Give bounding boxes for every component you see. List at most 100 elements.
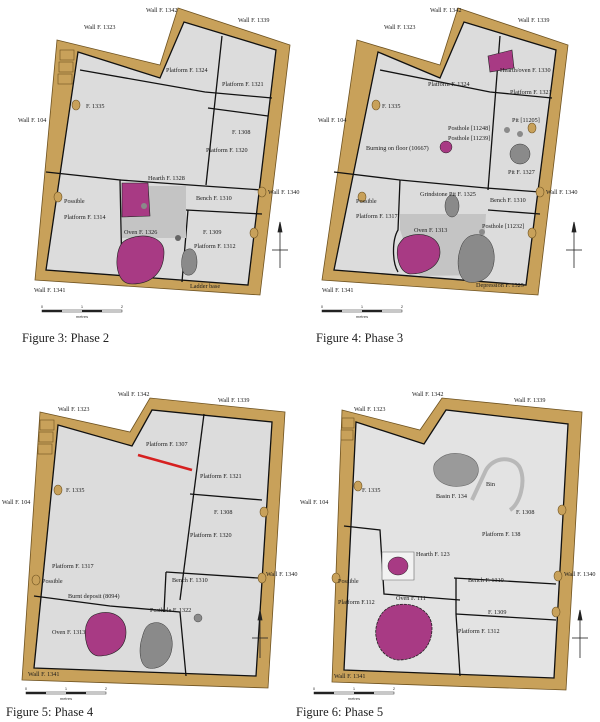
oven-feature: [116, 235, 165, 285]
label-posthole-1322: Posthole F. 1322: [150, 607, 191, 614]
plan-phase-4: 0 1 2 metres Wall F. 1342 Wall F. 1339 W…: [2, 391, 298, 719]
bin-feature: [470, 457, 525, 512]
oven-feature: [375, 603, 433, 661]
label-f-1308: F. 1308: [214, 509, 232, 516]
label-posthole-11239: Posthole [11239]: [448, 135, 490, 142]
figure-caption: Figure 5: Phase 4: [6, 705, 94, 719]
scale-bar: 0 1 2 metres: [25, 686, 108, 701]
figure-caption: Figure 3: Phase 2: [22, 331, 109, 345]
label-wall-1339: Wall F. 1339: [514, 397, 546, 404]
scale-tick-2: 2: [401, 304, 404, 309]
label-platform-1324: Platform F. 1324: [166, 67, 208, 74]
label-platform-1312: Platform F. 1312: [458, 628, 500, 635]
label-platform-1320: Platform F. 1320: [190, 532, 232, 539]
label-wall-1340: Wall F. 1340: [564, 571, 596, 578]
label-wall-104: Wall F. 104: [2, 499, 30, 506]
label-platform-112: Platform F.112: [338, 599, 375, 606]
room-partitions: [45, 21, 277, 286]
label-wall-1323: Wall F. 1323: [58, 406, 90, 413]
label-wall-1339: Wall F. 1339: [238, 17, 270, 24]
label-wall-1341: Wall F. 1341: [322, 287, 354, 294]
scale-tick-2: 2: [121, 304, 124, 309]
burnt-line-platform-1307: [137, 453, 193, 472]
feature-labels: Wall F. 1342 Wall F. 1339 Wall F. 1323 P…: [18, 7, 300, 294]
label-platform-1321: Platform F. 1321: [510, 89, 552, 96]
posthole: [193, 613, 203, 623]
grindstone-pit: [444, 194, 460, 218]
posthole: [479, 229, 485, 235]
label-platform-1320: Platform F. 1320: [206, 147, 248, 154]
basin-feature: [433, 453, 479, 487]
scale-unit: metres: [356, 314, 368, 319]
label-oven-1313: Oven F. 1313: [414, 227, 447, 234]
scale-bar: 0 1 2 metres: [313, 686, 396, 701]
label-hearth-123: Hearth F. 123: [416, 551, 450, 558]
label-wall-104: Wall F. 104: [300, 499, 328, 506]
feature-labels: Wall F. 1342 Wall F. 1339 Wall F. 1323 F…: [300, 391, 596, 680]
label-bench-1310: Bench F. 1310: [490, 197, 526, 204]
label-pit-1327: Pit F. 1327: [508, 169, 535, 176]
depression-stone: [457, 234, 495, 283]
room-partitions: [33, 409, 273, 677]
wall-niches: [53, 49, 267, 239]
plan-phase-5: 0 1 2 metres Wall F. 1342 Wall F. 1339 W…: [296, 391, 596, 719]
label-posthole-11232: Posthole [11232]: [482, 223, 524, 230]
label-oven-111: Oven F. 111: [396, 595, 426, 602]
posthole: [504, 127, 510, 133]
room-partitions: [333, 21, 557, 286]
label-wall-1323: Wall F. 1323: [384, 24, 416, 31]
label-pit-11205: Pit [11205]: [512, 117, 540, 124]
north-arrow: [566, 221, 582, 268]
label-depression-1325: Depression F. 1325: [476, 282, 524, 289]
north-arrow: [252, 609, 268, 658]
scale-tick-1: 1: [81, 304, 84, 309]
label-wall-104: Wall F. 104: [18, 117, 46, 124]
house-floor: [46, 22, 276, 285]
wall-niches: [357, 99, 545, 239]
scale-tick-2: 2: [105, 686, 108, 691]
label-f-1335: F. 1335: [86, 103, 104, 110]
label-bin: Bin: [486, 481, 495, 488]
label-wall-1323: Wall F. 1323: [354, 406, 386, 413]
pit-stone: [509, 143, 531, 165]
scale-tick-0: 0: [41, 304, 44, 309]
label-f-1308: F. 1308: [516, 509, 534, 516]
label-oven-1313: Oven F. 1313: [52, 629, 85, 636]
scale-tick-0: 0: [321, 304, 324, 309]
label-wall-1341: Wall F. 1341: [34, 287, 66, 294]
label-platform-1317: Platform F. 1317: [356, 213, 398, 220]
label-wall-1341: Wall F. 1341: [334, 673, 366, 680]
label-platform-138: Platform F. 138: [482, 531, 521, 538]
scale-bar: 0 1 2 metres: [321, 304, 404, 319]
scale-tick-0: 0: [313, 686, 316, 691]
label-wall-1340: Wall F. 1340: [266, 571, 298, 578]
label-wall-1342: Wall F. 1342: [146, 7, 178, 14]
feature-labels: Wall F. 1342 Wall F. 1339 Wall F. 1323 H…: [318, 7, 578, 294]
scale-tick-2: 2: [393, 686, 396, 691]
scale-tick-1: 1: [65, 686, 68, 691]
label-bench-1310: Bench F. 1310: [196, 195, 232, 202]
label-wall-1341: Wall F. 1341: [28, 671, 60, 678]
label-bench-1310: Bench F. 1310: [172, 577, 208, 584]
label-platform-1312: Platform F. 1312: [194, 243, 236, 250]
label-f-1308: F. 1308: [232, 129, 250, 136]
figure-caption: Figure 6: Phase 5: [296, 705, 383, 719]
small-stone: [175, 235, 181, 241]
label-platform-1321: Platform F. 1321: [222, 81, 264, 88]
label-posthole-11248: Posthole [11248]: [448, 125, 490, 132]
scale-bar: 0 1 2 metres: [41, 304, 124, 319]
label-ladder-base: Ladder base: [190, 283, 220, 290]
label-platform-1314: Platform F. 1314: [64, 214, 106, 221]
scale-tick-1: 1: [361, 304, 364, 309]
label-burnt-8094: Burnt deposit (8094): [68, 593, 120, 600]
north-arrow: [572, 609, 588, 658]
label-possible: Possible: [42, 578, 63, 585]
label-burning-10667: Burning on floor (10667): [366, 145, 429, 152]
label-possible: Possible: [338, 578, 359, 585]
label-basin-134: Basin F. 134: [436, 493, 467, 500]
plan-phase-3: 0 1 2 metres Wall F. 1342 Wall F. 1339 W…: [316, 7, 582, 345]
hearth-feature: [121, 182, 151, 218]
label-f-1335: F. 1335: [362, 487, 380, 494]
stone-feature: [139, 622, 173, 669]
label-wall-1342: Wall F. 1342: [430, 7, 462, 14]
